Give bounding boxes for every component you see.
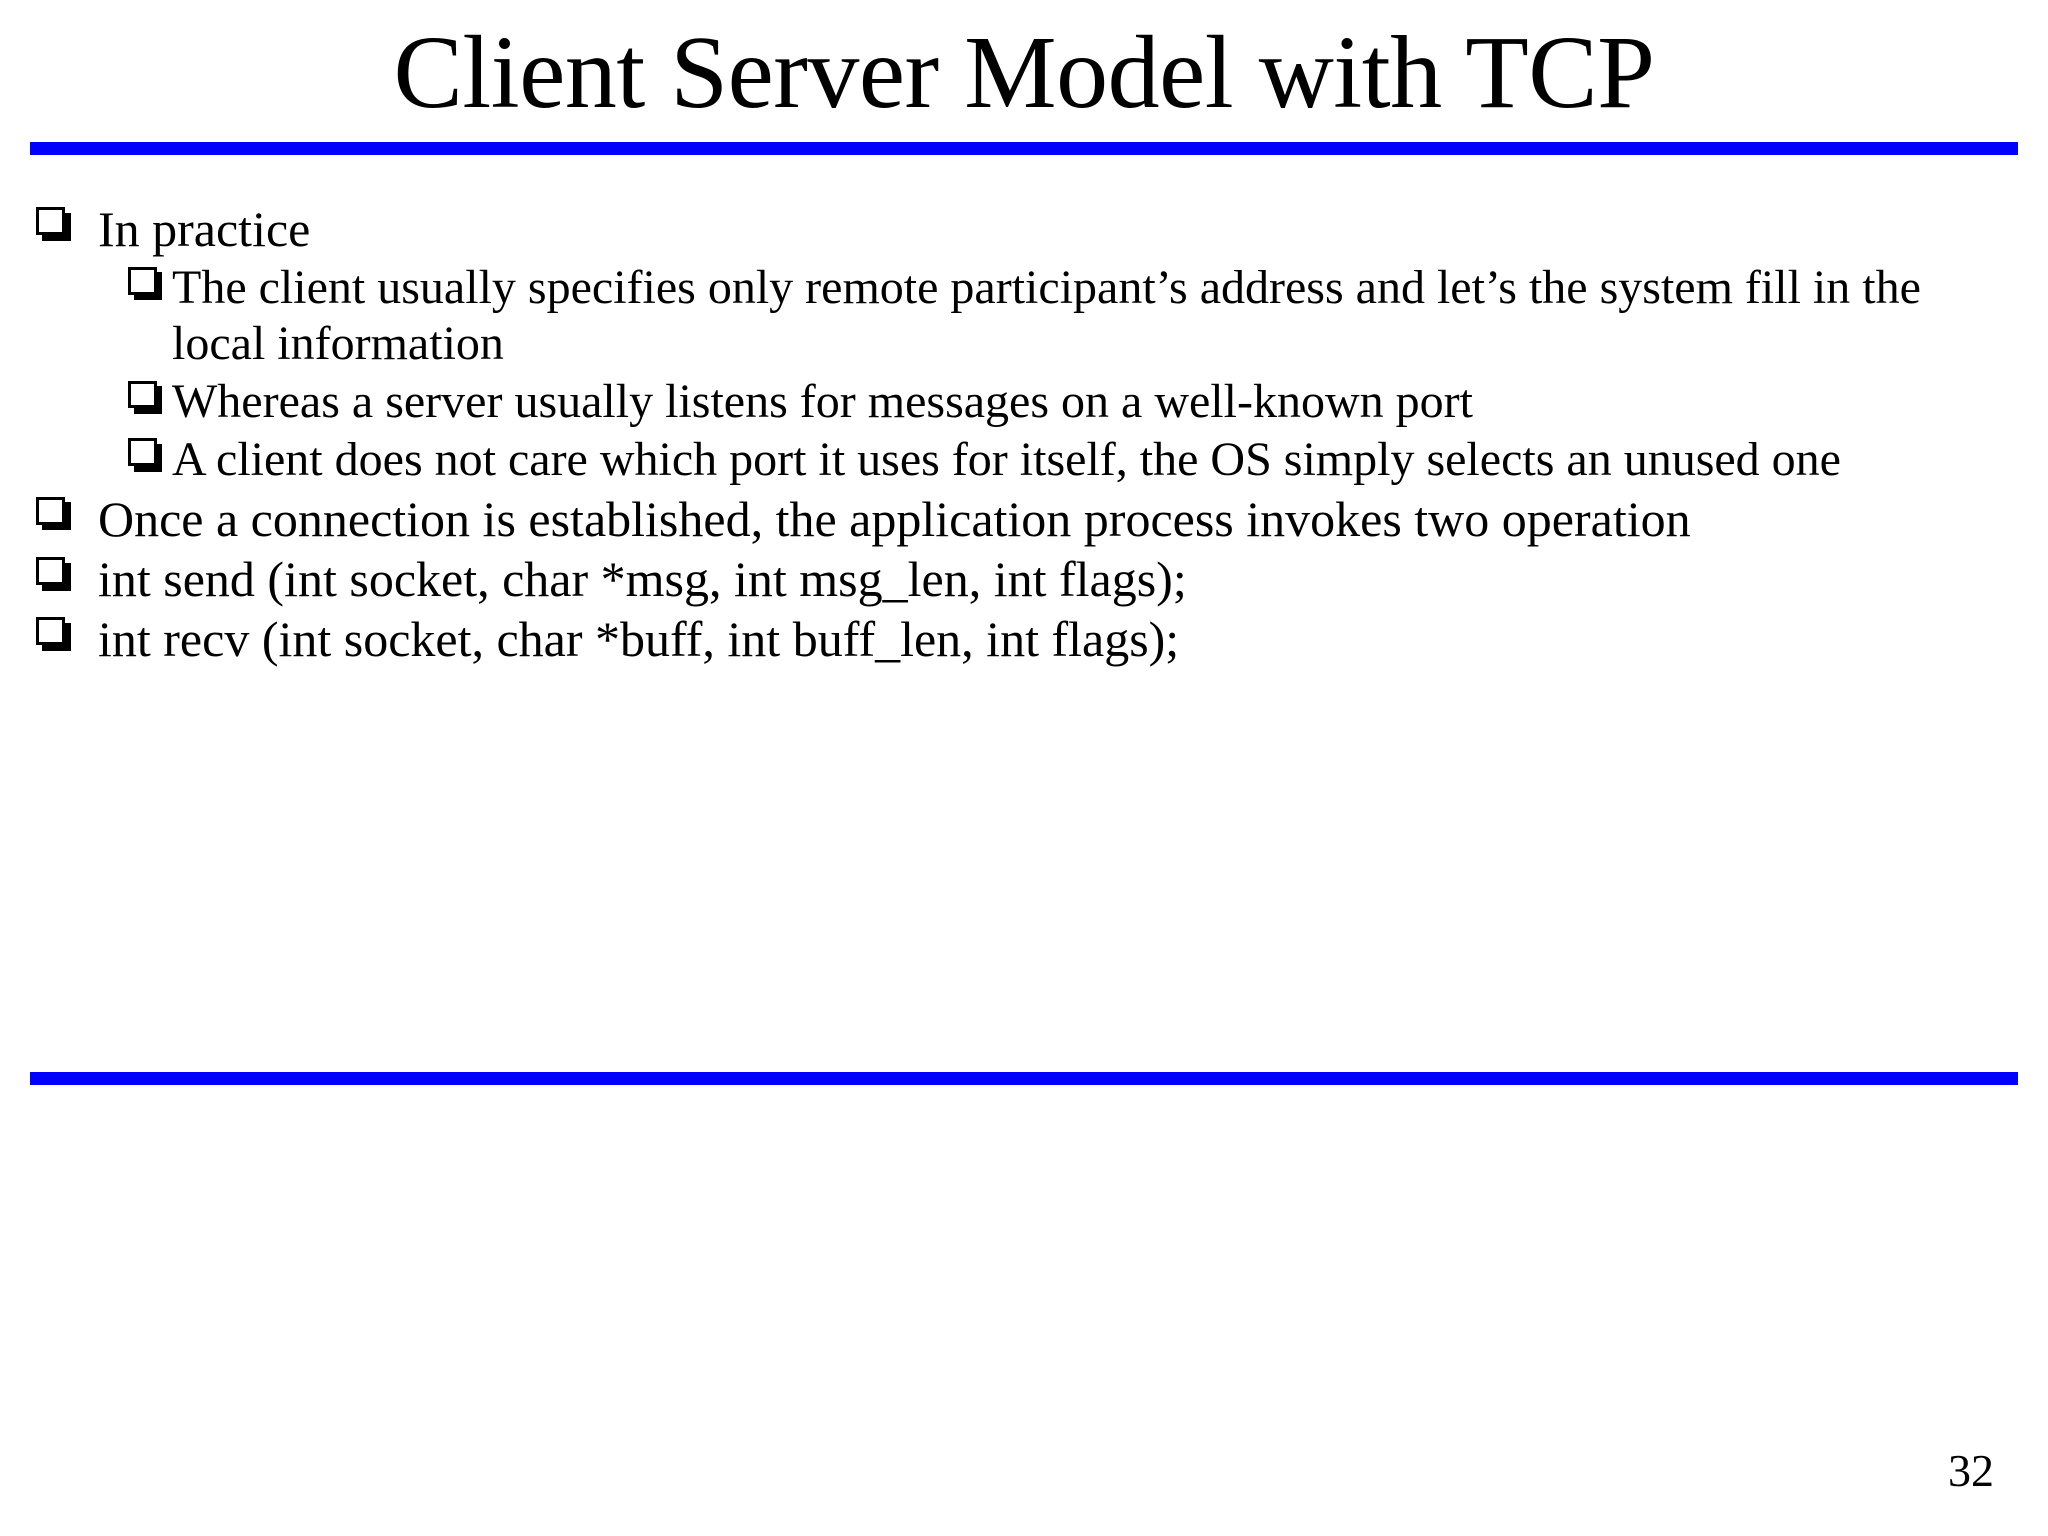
- hollow-square-3d-bullet-icon: [36, 490, 98, 540]
- hollow-square-3d-bullet-icon: [128, 432, 172, 480]
- hollow-square-3d-bullet-icon: [36, 550, 98, 600]
- title-divider-top: [30, 142, 2018, 155]
- hollow-square-3d-bullet-icon: [128, 374, 172, 422]
- hollow-square-3d-bullet-icon: [128, 260, 172, 308]
- bullet-text: Once a connection is established, the ap…: [98, 490, 1691, 547]
- hollow-square-3d-bullet-icon: [36, 200, 98, 250]
- bullet-item: Whereas a server usually listens for mes…: [128, 374, 2016, 430]
- bullet-text: The client usually specifies only remote…: [172, 261, 1921, 371]
- bullet-text: Whereas a server usually listens for mes…: [172, 375, 1473, 429]
- bullet-item: A client does not care which port it use…: [128, 432, 2016, 488]
- bullet-text: In practice: [98, 201, 311, 257]
- bullet-item: int recv (int socket, char *buff, int bu…: [36, 610, 2016, 668]
- footer-divider-bottom: [30, 1072, 2018, 1085]
- title-area: Client Server Model with TCP: [0, 8, 2048, 138]
- slide-body: In practice The client usually specifies…: [36, 200, 2016, 671]
- bullet-item: int send (int socket, char *msg, int msg…: [36, 550, 2016, 608]
- page-title: Client Server Model with TCP: [393, 15, 1655, 131]
- bullet-item: Once a connection is established, the ap…: [36, 490, 2016, 548]
- bullet-item: In practice: [36, 200, 2016, 258]
- page-number: 32: [1948, 1445, 1994, 1496]
- bullet-text: int recv (int socket, char *buff, int bu…: [98, 611, 1180, 668]
- bullet-text: A client does not care which port it use…: [172, 432, 1841, 486]
- hollow-square-3d-bullet-icon: [36, 610, 98, 660]
- bullet-text: int send (int socket, char *msg, int msg…: [98, 551, 1187, 608]
- bullet-item: The client usually specifies only remote…: [128, 260, 2016, 372]
